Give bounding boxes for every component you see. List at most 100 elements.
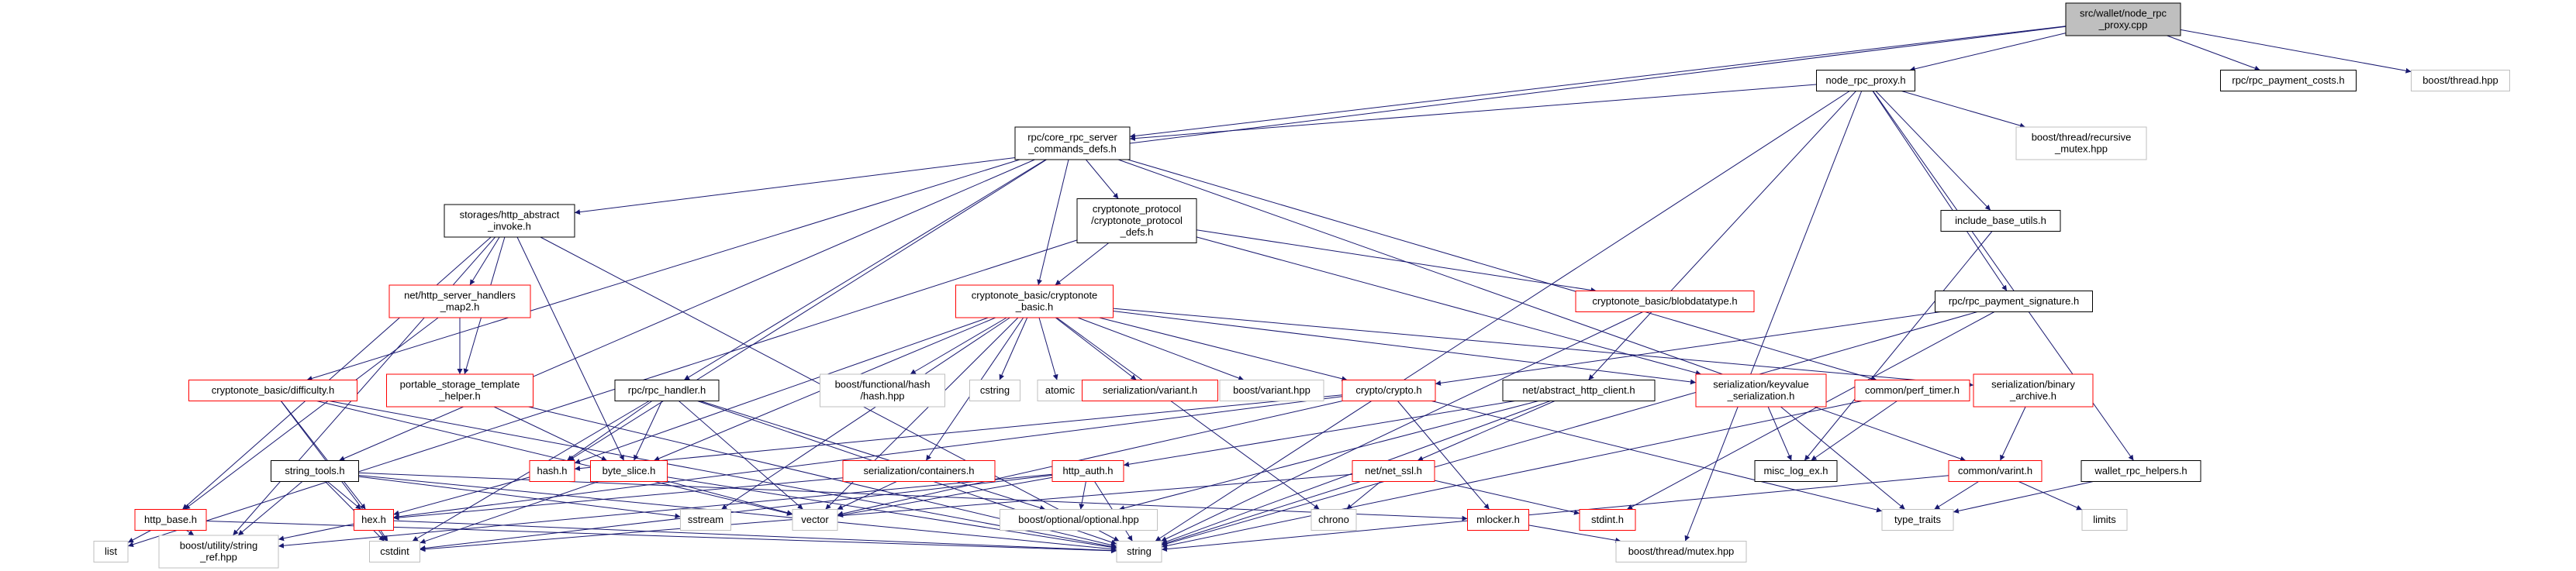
edge-rpc_handler-to-hash (566, 401, 653, 461)
nodes-layer: src/wallet/node_rpc_proxy.cpp node_rpc_pr… (93, 2, 2510, 569)
node-wallet_rpc_helpers[interactable]: wallet_rpc_helpers.h (2080, 460, 2201, 482)
node-label-type_traits-line-0: type_traits (1894, 514, 1941, 525)
node-net_ssl[interactable]: net/net_ssl.h (1352, 460, 1435, 482)
node-root[interactable]: src/wallet/node_rpc_proxy.cpp (2065, 2, 2181, 36)
node-label-cn_basic-line-1: _basic.h (1015, 301, 1053, 313)
edge-http_abstract_invoke-to-http_server_handlers (469, 236, 500, 286)
node-label-wallet_rpc_helpers-line-0: wallet_rpc_helpers.h (2094, 465, 2187, 476)
node-label-recursive_mutex-line-0: boost/thread/recursive (2032, 132, 2132, 143)
node-keyvalue_ser[interactable]: serialization/keyvalue_serialization.h (1695, 373, 1827, 408)
node-box-rpc_handler (614, 380, 720, 401)
edge-cn_basic-to-ser_variant (1055, 317, 1137, 380)
node-byte_slice[interactable]: byte_slice.h (590, 460, 668, 482)
edge-crypto-to-type_traits (1431, 401, 1883, 513)
node-ser_variant[interactable]: serialization/variant.h (1082, 380, 1218, 401)
node-box-cn_protocol_defs (1076, 198, 1197, 243)
edge-difficulty-to-hex (281, 401, 366, 510)
edge-node_rpc_proxy-to-boost_mutex (1684, 91, 1863, 542)
edge-http_auth-to-cstdint (420, 474, 1053, 551)
node-http_server_handlers[interactable]: net/http_server_handlers_map2.h (388, 284, 531, 318)
node-label-http_auth-line-0: http_auth.h (1062, 465, 1113, 476)
node-label-rpc_payment_costs-line-0: rpc/rpc_payment_costs.h (2232, 74, 2344, 86)
edge-http_auth-to-optional (1079, 481, 1086, 510)
node-hash[interactable]: hash.h (529, 460, 575, 482)
edge-byte_slice-to-cstdint (420, 481, 599, 544)
node-box-string_tools (271, 460, 359, 482)
node-box-string (1116, 541, 1162, 562)
node-ser_containers[interactable]: serialization/containers.h (842, 460, 996, 482)
node-box-root (2065, 2, 2181, 36)
node-node_rpc_proxy[interactable]: node_rpc_proxy.h (1816, 70, 1915, 91)
edge-net_ssl-to-chrono (1346, 481, 1381, 510)
node-box-atomic (1037, 380, 1083, 401)
edge-wallet_rpc_helpers-to-type_traits (1953, 481, 2094, 514)
edge-root-to-node_rpc_proxy (1909, 33, 2067, 72)
node-box-crypto (1342, 380, 1436, 401)
node-box-stdint (1579, 509, 1636, 531)
node-difficulty[interactable]: cryptonote_basic/difficulty.h (188, 380, 357, 401)
node-label-optional-line-0: boost/optional/optional.hpp (1018, 514, 1138, 525)
node-atomic: atomic (1037, 380, 1083, 401)
node-http_base[interactable]: http_base.h (134, 509, 207, 531)
edge-http_auth-to-vector (837, 476, 1053, 518)
node-binary_archive[interactable]: serialization/binary_archive.h (1973, 373, 2094, 408)
node-label-string_ref-line-1: _ref.hpp (199, 552, 237, 563)
node-box-difficulty (188, 380, 357, 401)
node-box-type_traits (1881, 509, 1954, 531)
node-label-root-line-0: src/wallet/node_rpc (2080, 8, 2167, 19)
node-box-node_rpc_proxy (1816, 70, 1915, 91)
node-label-recursive_mutex-line-1: _mutex.hpp (2054, 143, 2108, 155)
node-boost_variant: boost/variant.hpp (1219, 380, 1324, 401)
edge-http_abstract_invoke-to-http_base (181, 236, 492, 510)
node-stdint[interactable]: stdint.h (1579, 509, 1636, 531)
node-label-ser_variant-line-0: serialization/variant.h (1103, 384, 1197, 396)
node-http_auth[interactable]: http_auth.h (1051, 460, 1124, 482)
node-core_rpc[interactable]: rpc/core_rpc_server_commands_defs.h (1014, 126, 1131, 160)
edge-rpc_payment_signature-to-string (1161, 311, 1978, 547)
edge-hex-to-string_ref (278, 523, 354, 542)
node-label-cn_protocol_defs-line-0: cryptonote_protocol (1093, 203, 1181, 215)
edge-http_server_handlers-to-http_base (184, 317, 439, 510)
node-label-perf_timer-line-0: common/perf_timer.h (1865, 384, 1960, 396)
node-rpc_payment_costs[interactable]: rpc/rpc_payment_costs.h (2220, 70, 2357, 91)
node-box-http_server_handlers (388, 284, 531, 318)
edge-cn_basic-to-sstream (721, 317, 1010, 510)
edge-core_rpc-to-hash (568, 159, 1047, 461)
node-label-limits-line-0: limits (2093, 514, 2116, 525)
node-vector: vector (792, 509, 838, 531)
node-label-string-line-0: string (1127, 545, 1152, 557)
node-http_abstract_invoke[interactable]: storages/http_abstract_invoke.h (444, 204, 575, 238)
node-label-cstdint-line-0: cstdint (380, 545, 409, 557)
node-portable_storage[interactable]: portable_storage_template_helper.h (386, 373, 534, 408)
node-perf_timer[interactable]: common/perf_timer.h (1854, 380, 1970, 401)
node-cn_protocol_defs[interactable]: cryptonote_protocol/cryptonote_protocol_… (1076, 198, 1197, 243)
node-misc_log_ex[interactable]: misc_log_ex.h (1754, 460, 1838, 482)
node-box-ser_containers (842, 460, 996, 482)
node-box-byte_slice (590, 460, 668, 482)
node-abstract_http_client[interactable]: net/abstract_http_client.h (1502, 380, 1656, 401)
node-label-mlocker-line-0: mlocker.h (1476, 514, 1520, 525)
node-box-rpc_payment_costs (2220, 70, 2357, 91)
node-string_tools[interactable]: string_tools.h (271, 460, 359, 482)
node-box-recursive_mutex (2015, 126, 2147, 160)
node-cn_basic[interactable]: cryptonote_basic/cryptonote_basic.h (955, 284, 1114, 318)
edge-perf_timer-to-string (1161, 401, 1863, 549)
node-string_ref: boost/utility/string_ref.hpp (158, 535, 279, 569)
node-include_base_utils[interactable]: include_base_utils.h (1940, 210, 2061, 232)
edge-cn_basic-to-cstring (999, 317, 1028, 380)
edge-portable_storage-to-byte_slice (493, 406, 607, 461)
node-crypto[interactable]: crypto/crypto.h (1342, 380, 1436, 401)
edge-varint-to-string (1161, 475, 1949, 552)
node-box-mlocker (1467, 509, 1529, 531)
edge-core_rpc-to-perf_timer (1127, 159, 1877, 381)
edge-cn_basic-to-hash (574, 317, 989, 464)
node-mlocker[interactable]: mlocker.h (1467, 509, 1529, 531)
node-rpc_payment_signature[interactable]: rpc/rpc_payment_signature.h (1935, 291, 2093, 312)
node-rpc_handler[interactable]: rpc/rpc_handler.h (614, 380, 720, 401)
edge-rpc_handler-to-optional (699, 401, 1046, 511)
node-box-boost_mutex (1615, 541, 1747, 562)
node-label-binary_archive-line-1: _archive.h (2009, 390, 2056, 402)
node-varint[interactable]: common/varint.h (1948, 460, 2042, 482)
node-hex[interactable]: hex.h (354, 509, 394, 531)
node-blobdatatype[interactable]: cryptonote_basic/blobdatatype.h (1575, 291, 1755, 312)
